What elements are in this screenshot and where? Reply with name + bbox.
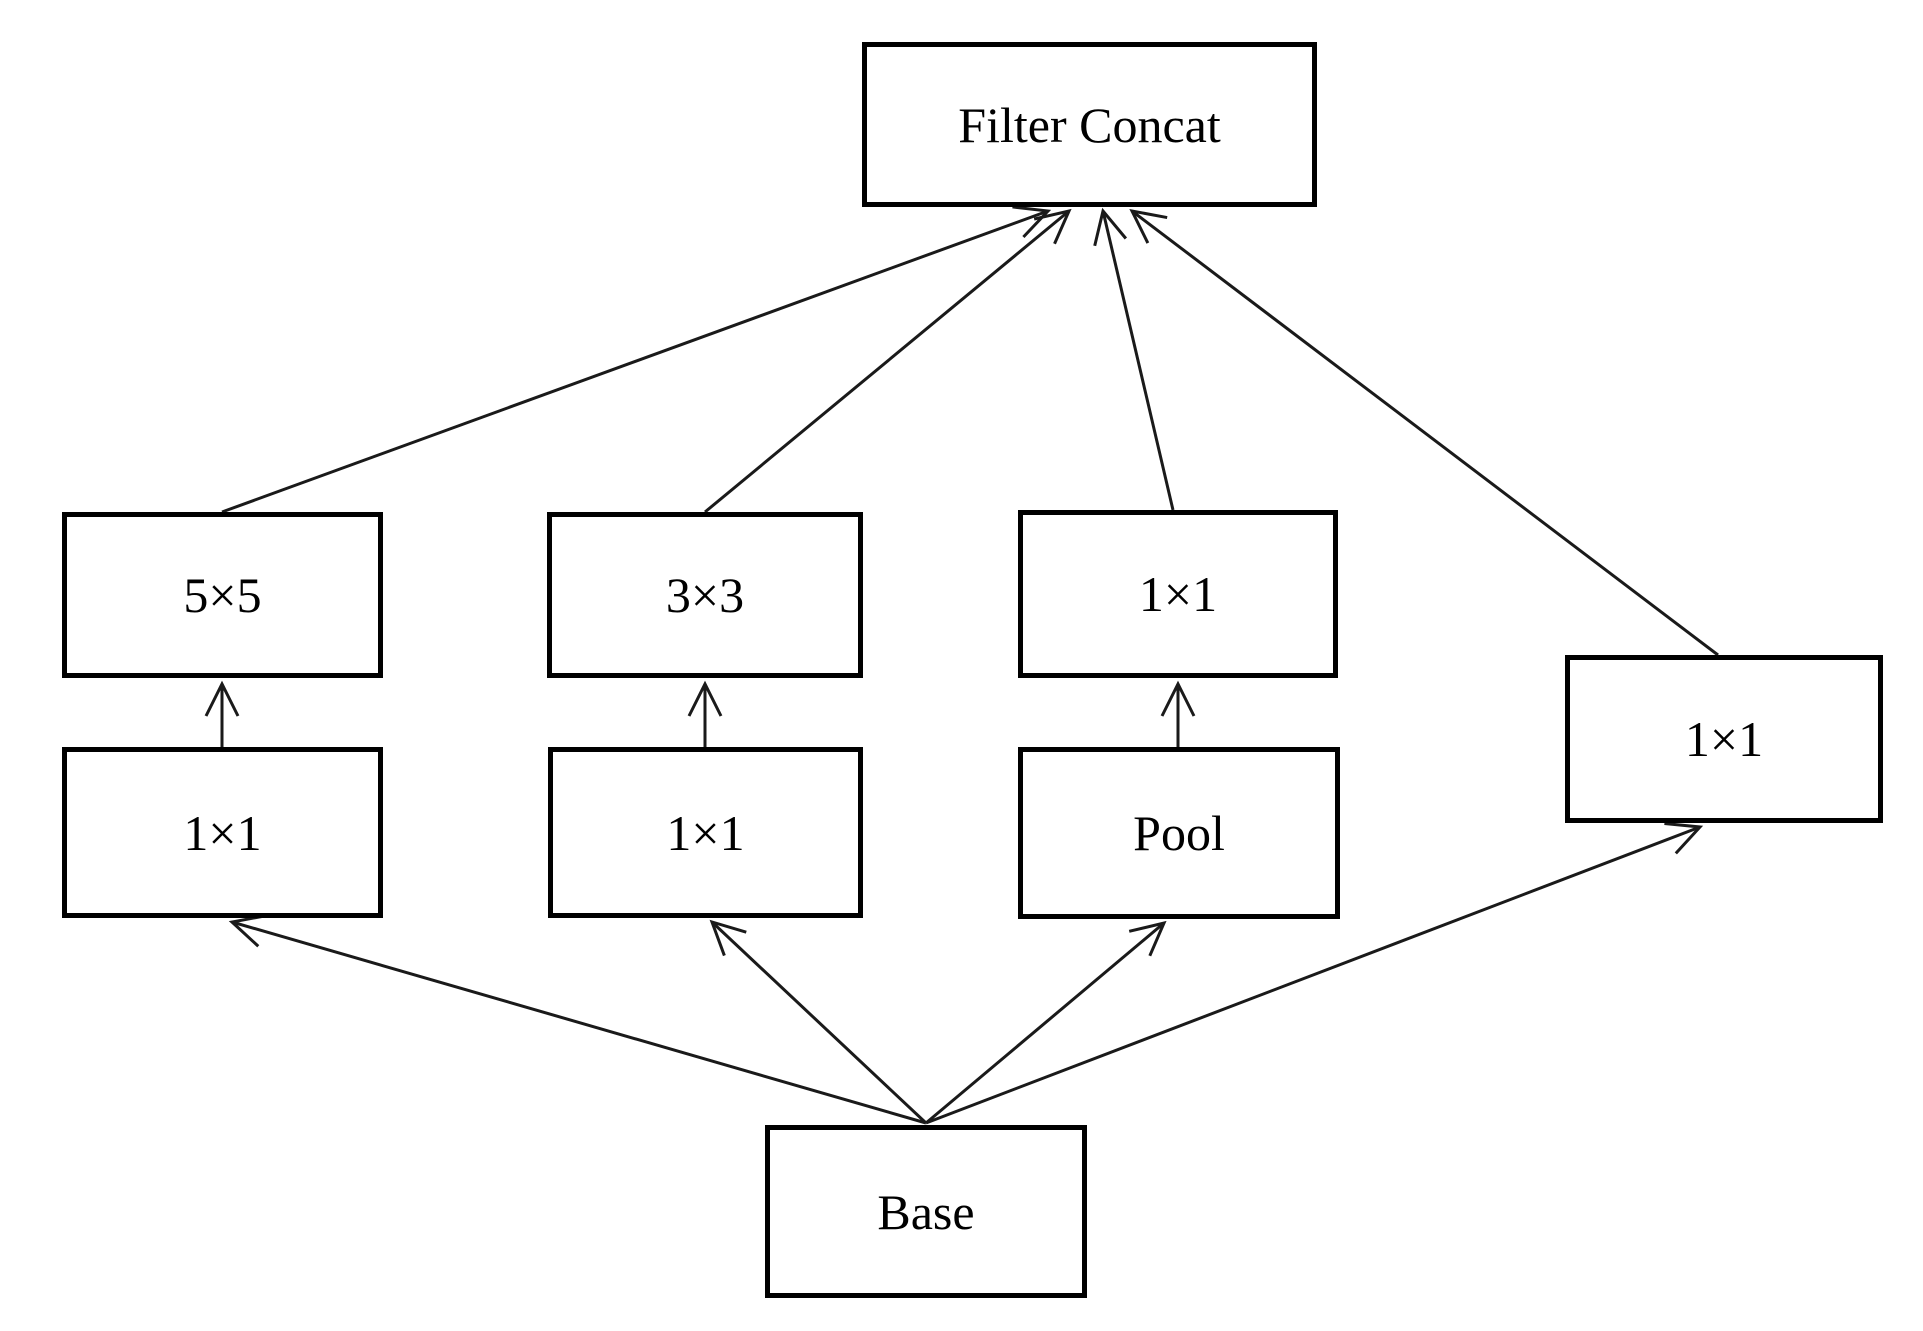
node-conv-1x1-above-pool-label: 1×1 [1138,566,1218,622]
node-conv-3x3-label: 3×3 [665,567,745,623]
node-base-label: Base [877,1183,975,1240]
edge-base-to-conv1x1-below-5x5 [228,914,927,1125]
node-conv-1x1-below-5x5: 1×1 [62,747,383,918]
node-filter-concat: Filter Concat [862,42,1317,207]
edge-base-to-conv1x1-right [925,821,1704,1125]
node-conv-1x1-above-pool: 1×1 [1018,510,1338,678]
node-conv-1x1-below-3x3: 1×1 [548,747,863,918]
node-conv-1x1-right-label: 1×1 [1684,711,1764,767]
node-pool-label: Pool [1133,805,1225,861]
node-conv-5x5-label: 5×5 [183,567,262,623]
edge-conv3x3-to-filter-concat [704,208,1072,514]
node-conv-1x1-below-3x3-label: 1×1 [666,804,745,861]
edge-base-to-pool [925,920,1167,1125]
edge-conv5x5-to-filter-concat [221,205,1052,514]
node-pool: Pool [1018,747,1340,919]
edge-base-to-conv1x1-below-3x3 [709,919,928,1125]
node-conv-1x1-below-5x5-label: 1×1 [183,804,262,861]
node-conv-3x3: 3×3 [547,512,863,678]
node-filter-concat-label: Filter Concat [958,96,1221,153]
node-conv-5x5: 5×5 [62,512,383,678]
node-base: Base [765,1125,1087,1298]
edge-conv1x1-right-to-filter-concat [1129,208,1719,657]
node-conv-1x1-right: 1×1 [1565,655,1883,823]
edge-conv1x1-above-pool-to-filter-concat [1093,207,1175,511]
